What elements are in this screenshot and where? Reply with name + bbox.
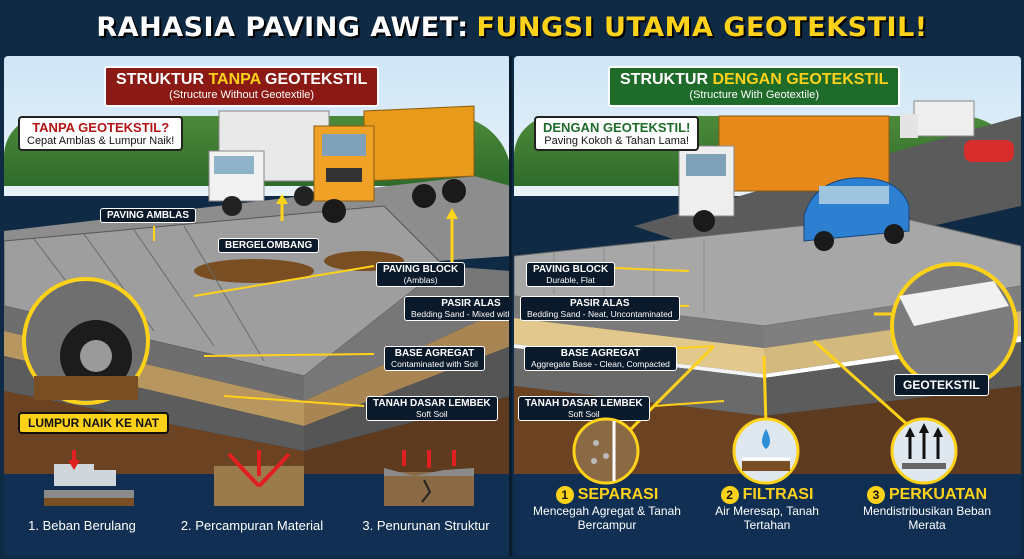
label-pasir-alas-left-sub: Bedding Sand - Mixed with Mud [411,309,511,319]
panel-with-geotextile: STRUKTUR DENGAN GEOTEKSTIL (Structure Wi… [514,56,1021,556]
orange-dump-truck [313,105,475,223]
settlement-icon [384,450,474,506]
pointer-filtrasi [762,355,768,427]
function-perkuatan-num: 3 [866,486,885,504]
blue-car [803,177,910,251]
label-geotekstil: GEOTEKSTIL [894,374,989,396]
function-filtrasi-title: FILTRASI [742,486,814,504]
label-paving-block-right-sub: Durable, Flat [546,275,595,285]
geotextile-roll [899,281,1009,326]
right-functions-band [514,474,1021,556]
function-separasi-title: SEPARASI [577,486,659,504]
label-bergelombang: BERGELOMBANG [218,238,320,253]
label-base-agregat-right-sub: Aggregate Base - Clean, Compacted [531,359,670,369]
line-tanah-right [653,400,725,407]
label-tanah-dasar-left: TANAH DASAR LEMBEK Soft Soil [366,396,498,421]
label-tanah-dasar-left-title: TANAH DASAR LEMBEK [373,398,491,409]
right-header: STRUKTUR DENGAN GEOTEKSTIL (Structure Wi… [608,66,901,107]
white-truck [208,110,330,216]
left-steps-icons [44,450,474,506]
function-filtrasi-desc: Air Meresap, Tanah Tertahan [715,504,819,533]
line-tanah [223,395,365,407]
panel-divider [509,56,512,556]
label-paving-block-left-sub: (Amblas) [403,275,438,285]
zoom-circle-geotextile [890,262,1018,390]
step-2: 2. Percampuran Material [180,518,324,533]
left-header-subtitle: (Structure Without Geotextile) [169,89,315,101]
label-tanah-dasar-right-sub: Soft Soil [567,409,600,419]
mud-pool-1 [194,259,314,283]
reinforcement-icon [890,417,958,485]
wheel-hub [80,340,112,372]
left-callout: TANPA GEOTEKSTIL? Cepat Amblas & Lumpur … [18,116,184,151]
left-callout-text: Cepat Amblas & Lumpur Naik! [27,135,175,147]
right-callout-title: DENGAN GEOTEKSTIL! [543,120,691,135]
mud-zoom [34,376,138,400]
left-callout-title: TANPA GEOTEKSTIL? [32,120,170,135]
red-car [964,140,1014,162]
right-header-highlight: DENGAN GEOTEKSTIL [712,71,889,88]
function-separasi-num: 1 [555,486,574,504]
arrowhead-2 [446,208,458,219]
page-title: RAHASIA PAVING AWET: FUNGSI UTAMA GEOTEK… [0,0,1024,54]
filtration-icon [732,417,800,485]
line-base [203,353,375,357]
title-main: RAHASIA PAVING AWET: [96,11,469,43]
label-base-agregat-left: BASE AGREGAT Contaminated with Soil [384,346,485,371]
arrowhead-1 [276,194,288,204]
label-pasir-alas-right: PASIR ALAS Bedding Sand - Neat, Uncontam… [520,296,680,321]
small-white-truck [900,100,975,138]
mixing-icon [214,450,304,506]
label-tanah-dasar-left-sub: Soft Soil [415,409,448,419]
right-callout: DENGAN GEOTEKSTIL! Paving Kokoh & Tahan … [534,116,700,151]
label-base-agregat-left-sub: Contaminated with Soil [391,359,478,369]
function-perkuatan-desc: Mendistribusikan Beban Merata [862,504,992,533]
right-header-prefix: STRUKTUR [620,71,713,88]
panel-without-geotextile: STRUKTUR TANPA GEOTEKSTIL (Structure Wit… [4,56,511,556]
function-icons [572,417,958,485]
step-3: 3. Penurunan Struktur [362,518,490,533]
label-pasir-alas-left: PASIR ALAS Bedding Sand - Mixed with Mud [404,296,511,321]
left-header-highlight: TANPA [208,71,261,88]
function-separasi-desc: Mencegah Agregat & Tanah Bercampur [533,504,681,533]
label-paving-amblas: PAVING AMBLAS [100,208,197,223]
label-tanah-dasar-right: TANAH DASAR LEMBEK Soft Soil [518,396,650,421]
label-paving-block-right-title: PAVING BLOCK [533,264,609,275]
line-pasir [193,265,375,297]
right-callout-text: Paving Kokoh & Tahan Lama! [544,135,690,147]
label-base-agregat-right-title: BASE AGREGAT [560,348,641,359]
left-header-suffix: GEOTEKSTIL [260,71,368,88]
function-perkuatan-title: PERKUATAN [888,486,988,504]
label-base-agregat-right: BASE AGREGAT Aggregate Base - Clean, Com… [524,346,677,371]
label-paving-block-right: PAVING BLOCK Durable, Flat [526,262,616,287]
left-header: STRUKTUR TANPA GEOTEKSTIL (Structure Wit… [104,66,380,107]
label-pasir-alas-right-sub: Bedding Sand - Neat, Uncontaminated [527,309,673,319]
label-lumpur-naik: LUMPUR NAIK KE NAT [18,412,170,434]
label-paving-block-left-title: PAVING BLOCK [383,264,459,275]
label-base-agregat-left-title: BASE AGREGAT [394,348,475,359]
function-filtrasi-num: 2 [720,486,739,504]
label-paving-block-left: PAVING BLOCK (Amblas) [376,262,466,287]
left-header-prefix: STRUKTUR [116,71,209,88]
load-icon [44,450,134,506]
line-paving-right [613,267,690,272]
pointer-perkuatan [812,339,911,428]
step-1: 1. Beban Berulang [28,518,136,533]
label-tanah-dasar-right-title: TANAH DASAR LEMBEK [525,398,643,409]
right-header-subtitle: (Structure With Geotextile) [689,89,820,101]
label-pasir-alas-right-title: PASIR ALAS [570,298,630,309]
separation-icon [572,417,640,485]
title-highlight: FUNGSI UTAMA GEOTEKSTIL! [476,11,928,43]
pointer-separasi [622,344,716,438]
label-pasir-alas-left-title: PASIR ALAS [441,298,501,309]
